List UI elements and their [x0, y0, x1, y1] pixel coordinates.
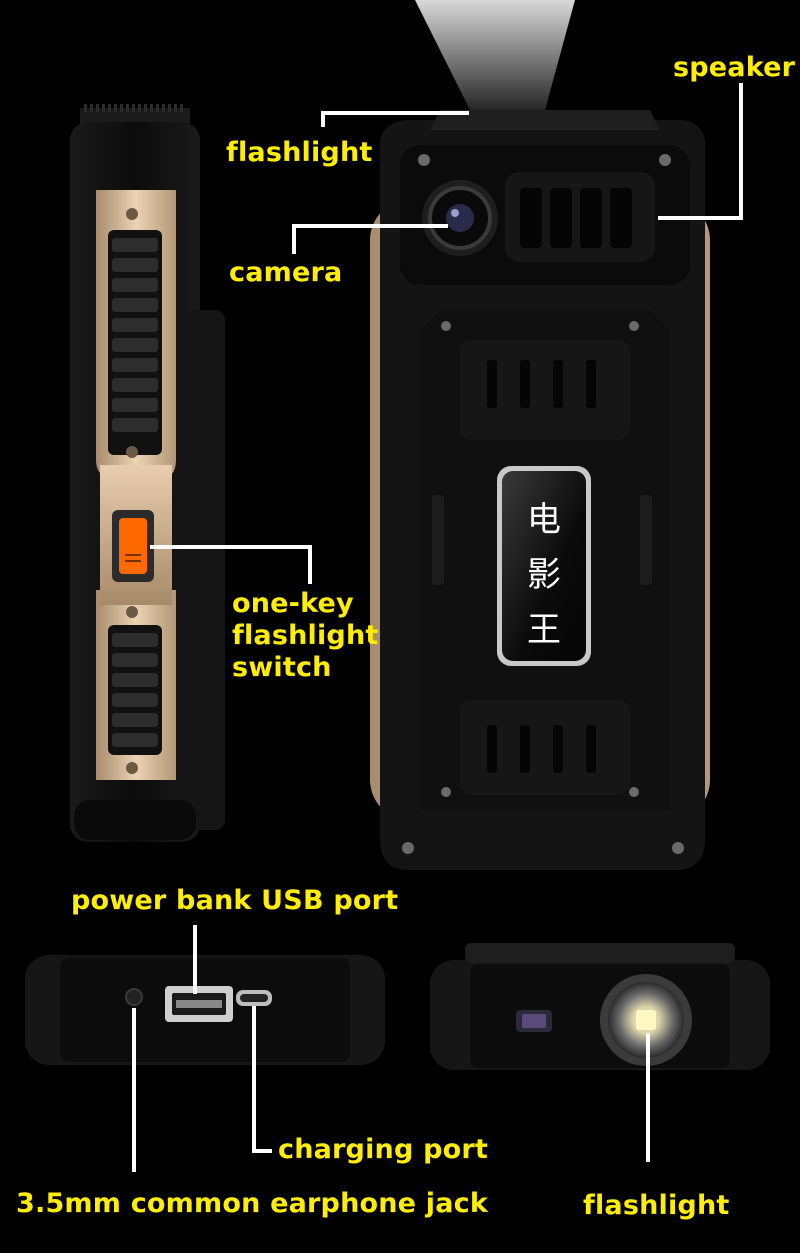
back-plate-char-1: 电 — [527, 500, 561, 540]
label-power-bank-usb-port: power bank USB port — [71, 885, 399, 916]
phone-back-view — [370, 110, 710, 870]
label-earphone-jack: 3.5mm common earphone jack — [16, 1188, 489, 1219]
back-plate-char-2: 影 — [527, 555, 561, 595]
back-plate-char-3: 王 — [527, 610, 561, 650]
light-beam — [415, 0, 575, 110]
label-flashlight-bottom: flashlight — [583, 1190, 730, 1221]
leader-switch — [150, 545, 312, 584]
leader-flashlight-top — [321, 111, 469, 127]
label-charging-port: charging port — [278, 1134, 488, 1165]
leader-charging-port — [252, 1006, 272, 1153]
flashlight-switch — [119, 518, 147, 574]
phone-bottom-edge-view — [25, 955, 385, 1065]
leader-camera — [292, 224, 448, 254]
leader-speaker — [658, 83, 743, 220]
label-camera: camera — [229, 257, 343, 288]
leader-lines — [132, 83, 743, 1172]
label-flashlight-switch: one-key flashlight switch — [232, 588, 379, 683]
phone-top-edge-view — [430, 943, 770, 1070]
label-flashlight-top: flashlight — [226, 137, 373, 168]
phone-side-view — [70, 104, 225, 842]
label-speaker: speaker — [673, 52, 796, 83]
